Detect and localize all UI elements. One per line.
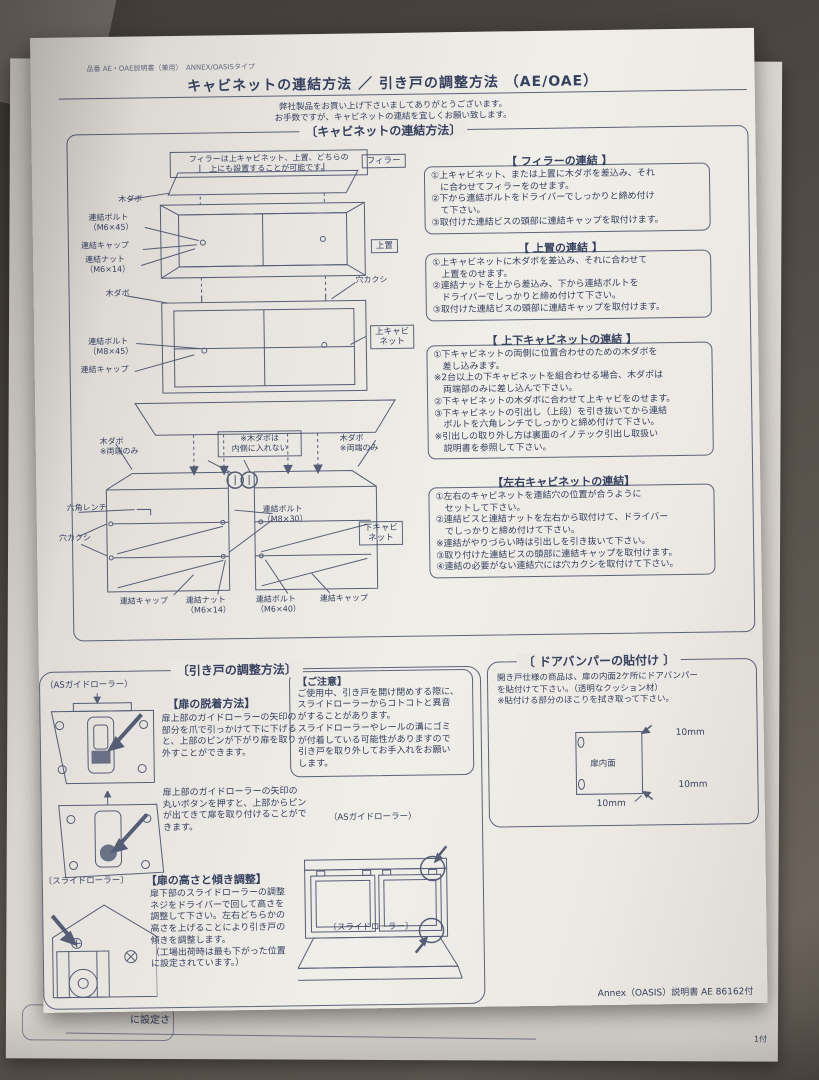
as-roller-label: （ASガイドローラー）: [44, 679, 133, 691]
top-unit-label: 上置: [370, 238, 399, 254]
detach-text-2: 扉上部のガイドローラーの矢印の 丸いボタンを押すと、上部からピン が出てきて扉を…: [162, 786, 307, 834]
door-bumper-diagram: [575, 724, 654, 803]
cap-label-3: 連結キャップ: [119, 596, 168, 606]
box-upper-lower: ①下キャビネットの両側に位置合わせのための木ダボを 差し込みます。 ※2台以上の…: [426, 341, 714, 460]
dim-10mm-bottom-right: 10mm: [678, 779, 708, 791]
cabinet-exploded-diagram: [78, 162, 396, 596]
upper-cabinet-label: 上キャビ ネット: [370, 324, 415, 350]
sliding-section-label: 〔引き戸の調整方法〕: [170, 660, 303, 680]
box-left-right: ①左右のキャビネットを連結穴の位置が合うように セットして下さい。 ②連結ビスと…: [428, 483, 716, 579]
slide-roller-label: 〔スライドローラー〕: [43, 875, 129, 887]
filler-label: フィラー: [361, 153, 406, 169]
nut-m6x14-label-2: 連結ナット （M6×14）: [185, 595, 231, 615]
cap-label-4: 連結キャップ: [319, 593, 368, 604]
caution-box: 【ご注意】 ご使用中、引き戸を開け閉めする際に、 スライドローラーからコトコトと…: [288, 668, 475, 778]
bumper-section-label: 〔 ドアバンパーの貼付け 〕: [516, 650, 682, 671]
bumper-text: 開き戸仕様の商品は、扉の内面2ケ所にドアバンパー を貼付けて下さい。（透明なクッ…: [496, 670, 699, 707]
cabinet-as-roller-label: （ASガイドローラー）: [328, 811, 417, 823]
box-top-unit: ①上キャビネットに木ダボを差込み、それに合わせて 上置をのせます。 ②連結ナット…: [425, 249, 712, 322]
cabinet-section-label: 〔キャビネットの連結方法〕: [299, 120, 468, 141]
detach-title: 【扉の脱着方法】: [167, 696, 256, 712]
dim-10mm-bottom: 10mm: [596, 798, 626, 810]
detach-text-1: 扉上部のガイドローラーの矢印の 部分を爪で引っかけて下に下げる と、上部のピンが…: [161, 712, 297, 760]
sliding-door-cabinet-diagram: [296, 845, 463, 981]
bolt-m6x45-label: 連結ボルト （M6×45）: [88, 212, 134, 232]
dim-10mm-top: 10mm: [675, 727, 705, 739]
bolt-m8x45-label: 連結ボルト （M8×45）: [88, 336, 134, 356]
hole-cover-label-2: 穴カクシ: [58, 533, 92, 543]
lower-cabinet-label: 下キャビ ネット: [358, 520, 404, 546]
dowel-ends-right-label: 木ダボ ※両端のみ: [339, 433, 379, 453]
bolt-m6x40-label: 連結ボルト （M6×40）: [255, 594, 301, 614]
slide-roller-diagram: [50, 904, 158, 999]
cabinet-slide-roller-label: 〔スライドローラー〕: [328, 921, 414, 933]
ghost-text: に設定さ: [129, 1014, 171, 1027]
height-adjust-text: 扉下部のスライドローラーの調整 ネジをドライバーで回して高さを 調整して下さい。…: [149, 887, 286, 970]
dowel-ends-left-label: 木ダボ ※両端のみ: [99, 436, 139, 456]
cap-label-1: 連結キャップ: [80, 240, 129, 251]
door-inner-label: 扉内面: [590, 758, 616, 770]
manual-page: 品番 AE・OAE説明書（兼用） ANNEX/OASISタイプ キャビネットの連…: [30, 27, 768, 1013]
height-adjust-title: 【扉の高さと傾き調整】: [145, 872, 267, 888]
page-footer: Annex（OASIS）説明書 AE 86162付: [597, 986, 754, 1000]
guide-roller-detach-diagram: [50, 693, 155, 785]
guide-roller-attach-diagram: [58, 790, 165, 879]
doc-code: 品番 AE・OAE説明書（兼用） ANNEX/OASISタイプ: [86, 62, 255, 74]
dowel-label-2: 木ダボ: [105, 288, 130, 298]
dowel-label-1: 木ダボ: [118, 194, 143, 204]
ghost-text-right: 1付: [753, 1034, 768, 1044]
dowel-inner-note: ※木ダボは 内側に入れない: [217, 430, 302, 458]
filler-note: フィラーは上キャビネット、上置、どちらの 上にも設置することが可能です。: [169, 149, 368, 179]
bolt-m8x30-label: 連結ボルト （M8×30）: [262, 504, 308, 524]
box-filler: ①上キャビネット、または上置に木ダボを差込み、それ に合わせてフィラーをのせます…: [423, 162, 711, 235]
hole-cover-label-1: 穴カクシ: [355, 275, 388, 285]
cap-label-2: 連結キャップ: [80, 364, 129, 375]
nut-m6x14-label: 連結ナット （M6×14）: [85, 254, 131, 274]
hex-wrench-label: 六角レンチ: [66, 502, 107, 513]
